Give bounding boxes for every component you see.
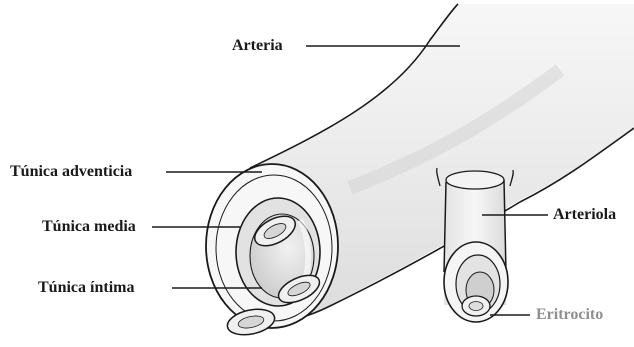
label-tunica-intima: Túnica íntima <box>38 280 134 296</box>
label-tunica-media: Túnica media <box>42 219 136 235</box>
label-tunica-adventicia: Túnica adventicia <box>10 164 132 180</box>
label-eritrocito: Eritrocito <box>536 307 603 323</box>
artery-cross-section <box>206 164 338 328</box>
label-arteriola: Arteriola <box>553 207 616 223</box>
label-arteria: Arteria <box>232 38 283 54</box>
arteriole-erythrocyte <box>462 296 490 316</box>
